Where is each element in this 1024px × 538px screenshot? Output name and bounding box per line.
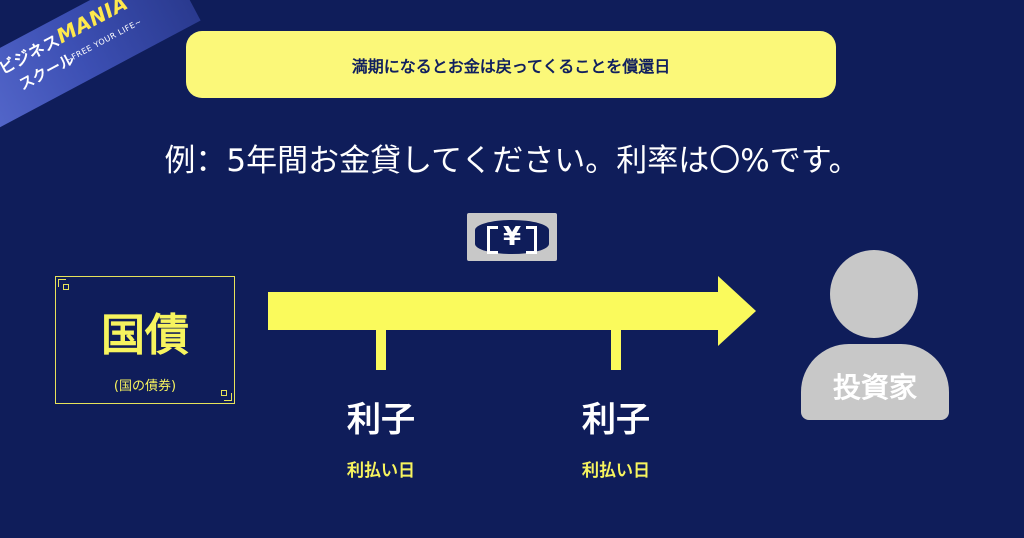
interest-tick	[376, 328, 386, 370]
interest-tick	[611, 328, 621, 370]
bill-bracket-left	[487, 226, 498, 254]
example-text: 例：5年間お金貸してください。利率は〇%です。	[164, 143, 860, 179]
interest-label: 利子	[347, 400, 415, 440]
bill-bracket-right	[526, 226, 537, 254]
payment-date-label: 利払い日	[347, 461, 415, 481]
brand-logo: ビジネスMANIA スクール ~FREE YOUR LIFE~	[0, 0, 201, 148]
frame-corner	[224, 393, 232, 401]
investor-avatar-head	[830, 250, 918, 338]
payment-date-label: 利払い日	[582, 461, 650, 481]
bond-title: 国債	[101, 310, 189, 361]
timeline-arrow-shaft	[268, 292, 720, 330]
investor-avatar-body	[801, 344, 949, 420]
frame-corner	[58, 279, 66, 287]
frame-corner	[221, 390, 227, 396]
bond-subtitle: (国の債券)	[113, 379, 177, 394]
timeline-arrow-head	[718, 276, 756, 346]
investor-label: 投資家	[832, 371, 917, 404]
interest-label: 利子	[582, 400, 650, 440]
maturity-banner: 満期になるとお金は戻ってくることを償還日	[186, 31, 836, 98]
frame-corner	[63, 284, 69, 290]
bond-card: 国債 (国の債券)	[55, 276, 235, 404]
yen-symbol: ¥	[502, 222, 522, 252]
banner-text: 満期になるとお金は戻ってくることを償還日	[351, 56, 671, 76]
yen-bill-icon: ¥	[467, 213, 557, 261]
